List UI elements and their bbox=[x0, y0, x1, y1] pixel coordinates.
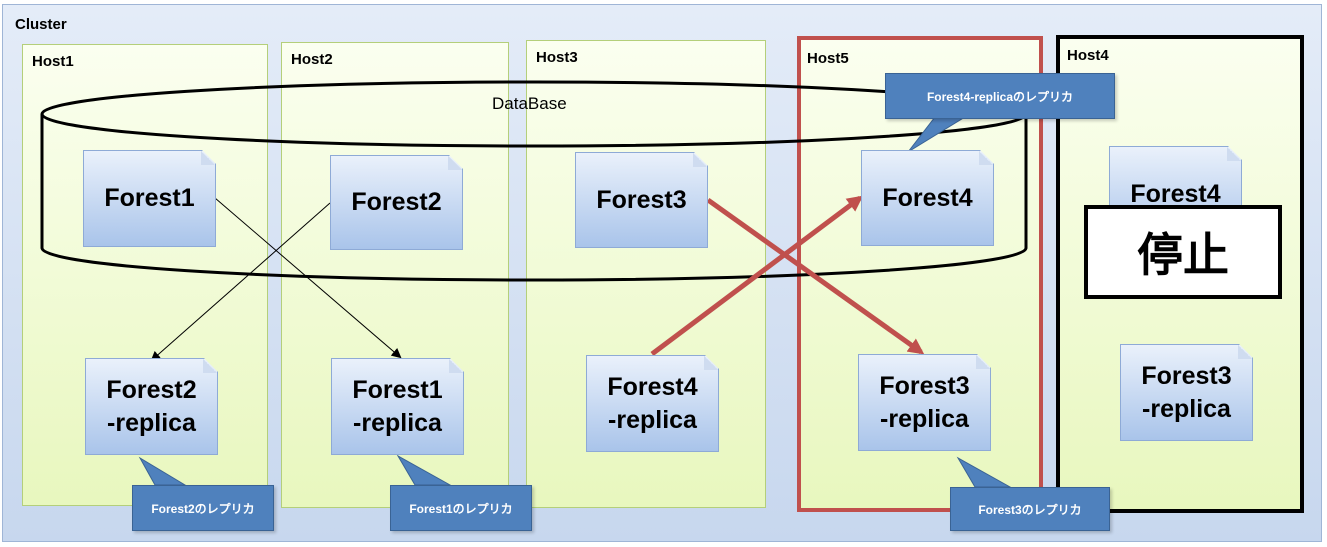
callout-forest1-replica: Forest1のレプリカ bbox=[390, 485, 532, 531]
database-label: DataBase bbox=[492, 94, 567, 113]
forest4-doc: Forest4 bbox=[861, 150, 994, 246]
forest2-doc: Forest2 bbox=[330, 155, 463, 250]
arrow-forest2-to-replica bbox=[150, 202, 331, 362]
host5-label: Host5 bbox=[807, 50, 849, 67]
forest3-doc: Forest3 bbox=[575, 152, 708, 248]
stop-label: 停止 bbox=[1084, 205, 1282, 299]
forest4-replica-doc: Forest4 -replica bbox=[586, 355, 719, 452]
forest3-replica-host5-doc: Forest3 -replica bbox=[858, 354, 991, 451]
forest1-doc: Forest1 bbox=[83, 150, 216, 247]
host2-label: Host2 bbox=[291, 51, 333, 68]
forest1-replica-doc: Forest1 -replica bbox=[331, 358, 464, 455]
callout-tail-forest3 bbox=[956, 456, 1012, 488]
cluster-label: Cluster bbox=[15, 16, 67, 33]
host4-label: Host4 bbox=[1067, 47, 1109, 64]
arrow-forest4-replica-to-host5 bbox=[650, 195, 864, 356]
host1-label: Host1 bbox=[32, 53, 74, 70]
callout-forest4-replica-replica: Forest4-replicaのレプリカ bbox=[885, 73, 1115, 119]
forest2-replica-doc: Forest2 -replica bbox=[85, 358, 218, 455]
arrow-forest3-to-host5-replica bbox=[706, 197, 925, 355]
callout-forest3-replica: Forest3のレプリカ bbox=[950, 487, 1110, 531]
callout-tail-forest1 bbox=[396, 454, 452, 486]
host3-label: Host3 bbox=[536, 49, 578, 66]
callout-forest2-replica: Forest2のレプリカ bbox=[132, 485, 274, 531]
callout-tail-forest2 bbox=[138, 456, 187, 486]
forest3-replica-host4-doc: Forest3 -replica bbox=[1120, 344, 1253, 441]
arrow-forest1-to-replica bbox=[214, 197, 402, 359]
